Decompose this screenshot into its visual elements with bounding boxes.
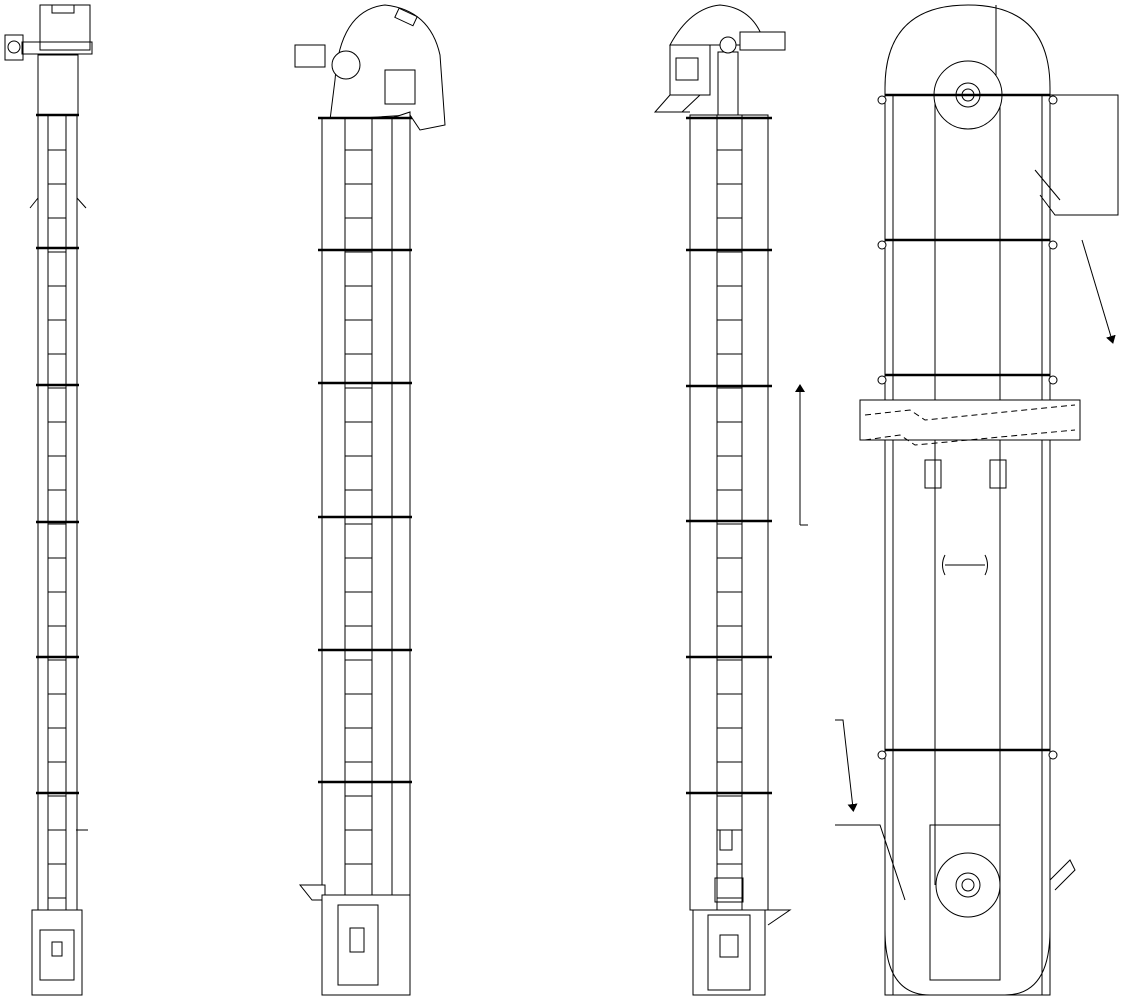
drive-motor xyxy=(294,44,326,68)
boot-door xyxy=(337,904,379,986)
drive-motor xyxy=(739,31,786,51)
lifting-lug xyxy=(877,95,887,105)
lifting-lug xyxy=(1048,95,1058,105)
boot-door xyxy=(929,824,1001,981)
inlet-hopper xyxy=(298,884,326,901)
casing-front xyxy=(321,117,393,896)
lifting-lug xyxy=(877,240,887,250)
break-line xyxy=(864,404,1076,421)
head-housing xyxy=(39,4,91,51)
lifting-lug xyxy=(1048,240,1058,250)
boot-pulley xyxy=(935,852,1001,918)
perspective-view xyxy=(294,4,446,996)
gearbox-icon xyxy=(7,40,21,54)
inlet-arrow-icon xyxy=(835,719,858,812)
inspection-door xyxy=(384,69,416,105)
boot-door xyxy=(707,914,751,991)
head-hood xyxy=(329,4,446,131)
lifting-lug xyxy=(1048,375,1058,385)
lifting-lug xyxy=(1048,750,1058,760)
drive-shaft xyxy=(21,41,93,55)
boot-door xyxy=(39,929,75,981)
inspection-hatch xyxy=(51,4,75,14)
casing xyxy=(37,114,78,911)
gearbox-icon xyxy=(719,36,737,54)
side-view xyxy=(4,4,93,996)
head-box-left xyxy=(669,44,711,96)
drive-motor xyxy=(4,34,24,61)
lifting-lug xyxy=(877,375,887,385)
head-transition xyxy=(37,54,79,116)
gearbox-icon xyxy=(331,50,361,80)
front-view xyxy=(653,4,808,996)
head-hood xyxy=(884,4,1051,95)
lifting-lug xyxy=(877,750,887,760)
casing xyxy=(689,114,769,911)
discharge-arrow-icon xyxy=(1081,239,1116,344)
boot-section xyxy=(692,909,766,996)
head-shaft-column xyxy=(717,51,739,116)
section-view xyxy=(835,4,1119,996)
boot-section xyxy=(321,894,411,996)
